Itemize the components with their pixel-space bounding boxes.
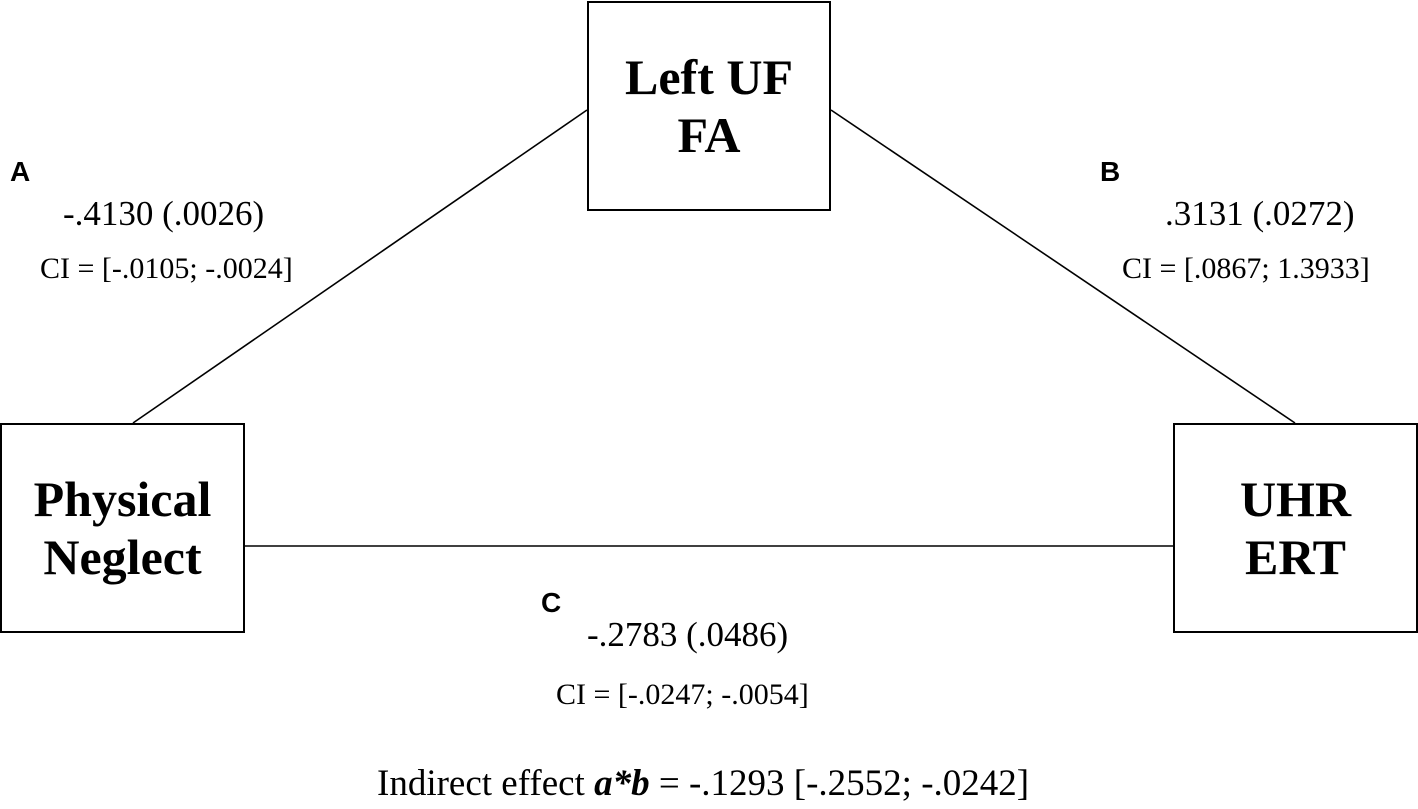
path-c-letter: C	[541, 587, 562, 618]
indirect-effect-value: = -.1293 [-.2552; -.0242]	[649, 763, 1030, 804]
path-b-line	[830, 109, 1296, 424]
path-c-coefficient: -.2783 (.0486)	[587, 615, 789, 654]
indirect-effect-prefix: Indirect effect	[377, 763, 595, 804]
path-c-ci: CI = [-.0247; -.0054]	[556, 678, 809, 711]
outcome-node-uhr-ert: UHR ERT	[1173, 423, 1418, 633]
predictor-label-line2: Neglect	[43, 529, 202, 585]
path-b-ci: CI = [.0867; 1.3933]	[1122, 252, 1370, 285]
path-b-coefficient: .3131 (.0272)	[1165, 194, 1355, 233]
mediator-node-left-uf-fa: Left UF FA	[587, 1, 831, 211]
path-a-coefficient: -.4130 (.0026)	[63, 194, 265, 233]
predictor-node-physical-neglect: Physical Neglect	[0, 423, 245, 633]
outcome-label-line2: ERT	[1244, 529, 1347, 585]
mediator-label-line2: FA	[677, 107, 741, 163]
path-a-line	[132, 109, 588, 424]
indirect-effect-caption: Indirect effect a*b = -.1293 [-.2552; -.…	[377, 764, 1029, 804]
path-a-letter: A	[10, 156, 31, 187]
indirect-effect-term: a*b	[594, 763, 650, 804]
path-a-ci: CI = [-.0105; -.0024]	[40, 252, 293, 285]
predictor-label-line1: Physical	[33, 471, 212, 527]
mediator-label-line1: Left UF	[625, 49, 793, 105]
outcome-label-line1: UHR	[1239, 471, 1352, 527]
path-b-letter: B	[1100, 156, 1121, 187]
